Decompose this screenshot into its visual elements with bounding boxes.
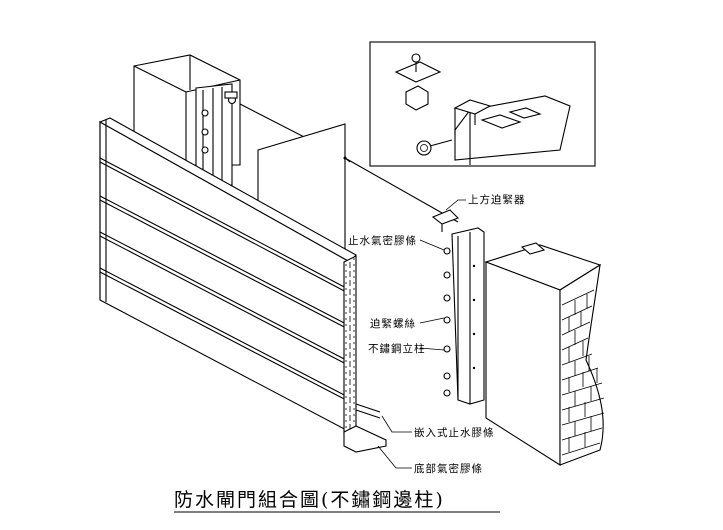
label-bottom-gasket: 底部氣密膠條 [414,462,483,475]
detail-inset [369,41,596,167]
label-embedded-seal: 嵌入式止水膠條 [414,426,495,439]
front-steel-post [431,209,485,405]
callout-leaders [377,199,466,469]
label-clamp-bolt: 迫緊螺絲 [370,317,416,330]
brick-pillar [484,242,605,467]
label-side-gasket: 止水氣密膠條 [348,234,417,247]
label-ss-post: 不鏽鋼立柱 [368,342,426,355]
gate-panel [98,117,387,453]
diagram-title: 防水閘門組合圖(不鏽鋼邊柱) [174,489,445,511]
label-top-clamp: 上方迫緊器 [468,193,526,206]
